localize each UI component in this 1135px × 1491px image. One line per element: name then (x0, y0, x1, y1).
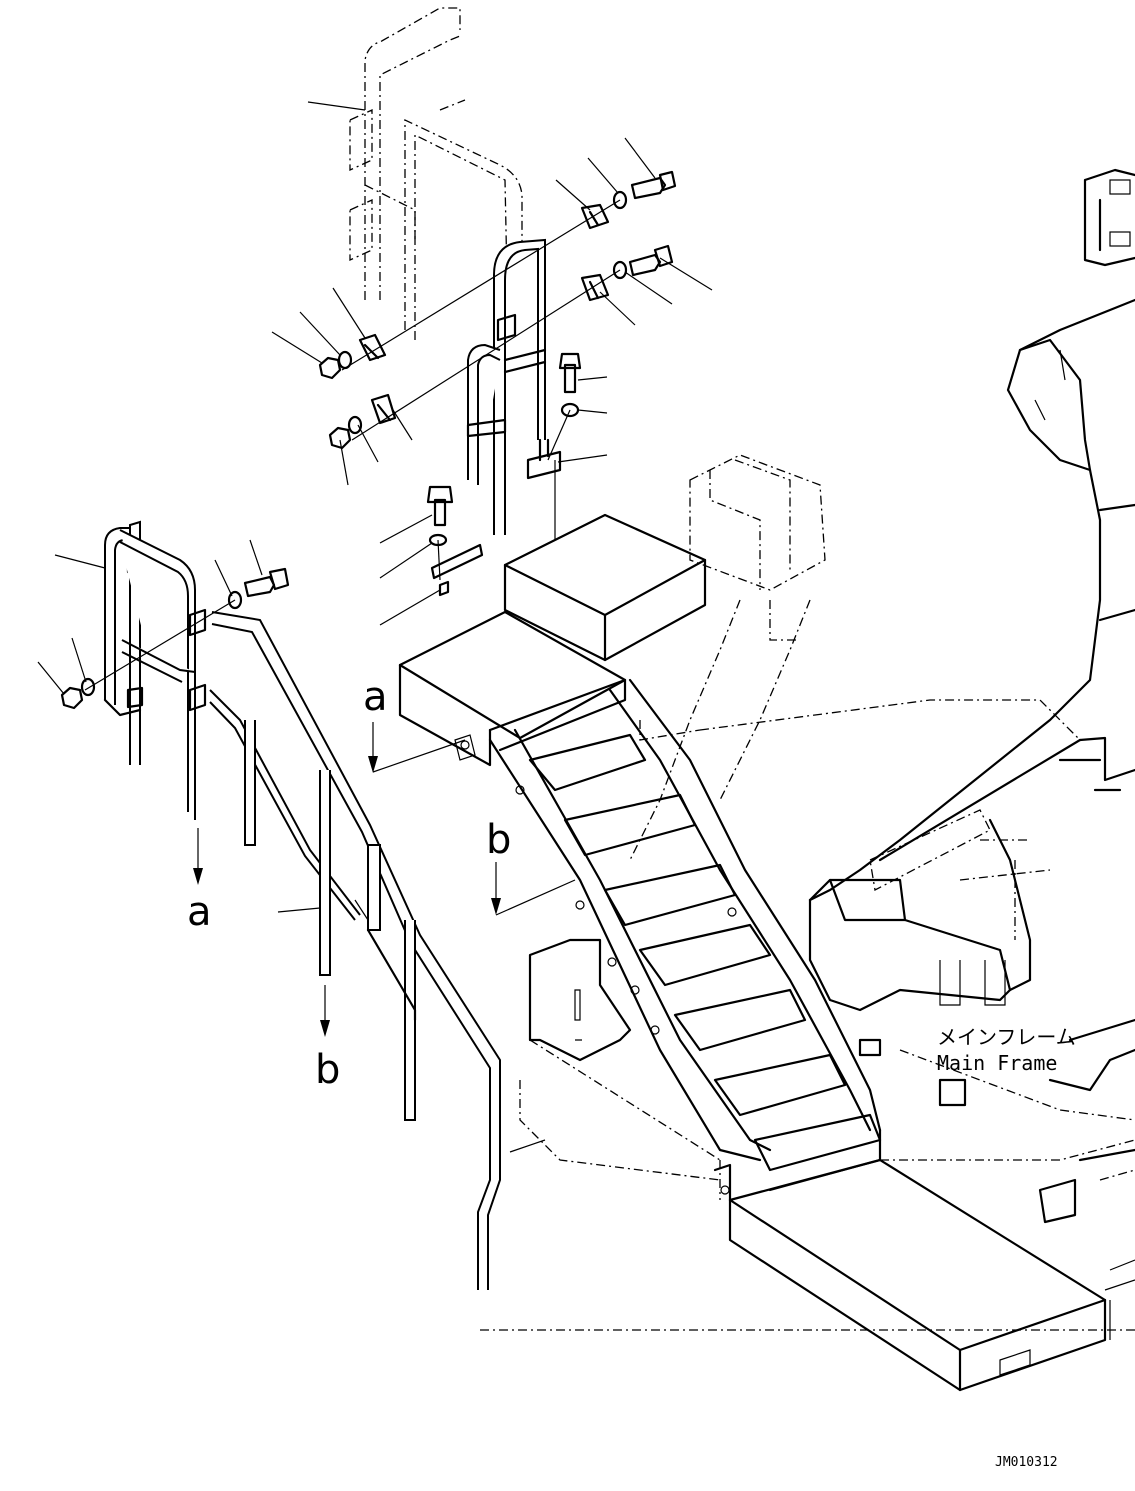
leader-lines (37, 101, 713, 1153)
bolt (558, 352, 582, 394)
upper-side-handrail (466, 238, 562, 535)
bolt (426, 485, 454, 527)
bolt (628, 244, 674, 277)
upper-platform (398, 513, 707, 767)
ref-arrow-a-left (193, 828, 203, 885)
ref-label-a-left: a (187, 889, 212, 935)
ref-label-b-left: b (315, 1047, 340, 1093)
bolt (243, 567, 290, 598)
drawing-code: JM010312 (995, 1455, 1058, 1470)
stair-assembly (460, 678, 1107, 1392)
hardware (60, 170, 677, 710)
ref-arrow-b-left (320, 985, 330, 1037)
upper-handrail-phantom (349, 7, 523, 431)
left-side-railing (103, 520, 501, 1290)
main-frame-label-jp: メインフレーム (937, 1025, 1076, 1049)
main-frame (808, 168, 1135, 1340)
ref-label-b-right: b (486, 817, 511, 863)
ref-arrow-a-right (368, 722, 466, 773)
ref-arrow-b-right (491, 862, 576, 916)
ref-label-a-right: a (363, 674, 388, 720)
phantom-support-frame (480, 454, 1135, 1331)
main-frame-label-en: Main Frame (937, 1051, 1057, 1075)
bolt (630, 170, 677, 200)
